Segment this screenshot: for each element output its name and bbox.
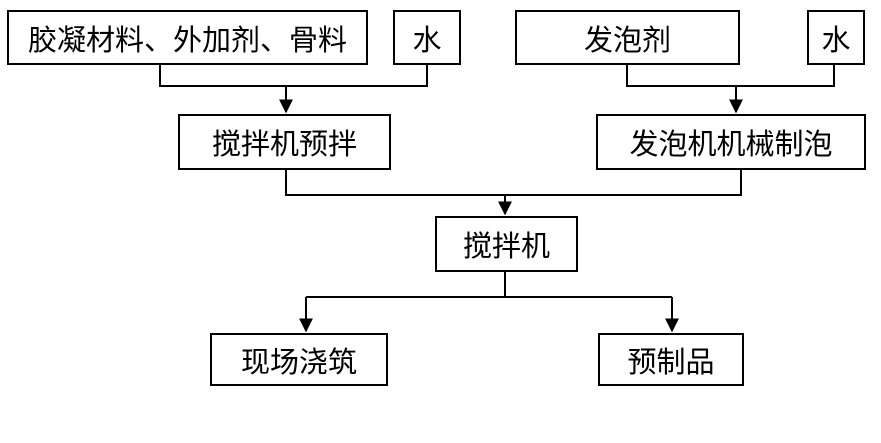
node-foam-machine: 发泡机机械制泡 [596,114,866,170]
node-mixer: 搅拌机 [435,216,578,272]
node-water-right: 水 [807,10,865,65]
connector-water-right-foammachine [736,65,835,87]
connector-mixer-split [306,272,672,298]
node-precast: 预制品 [598,333,744,386]
node-materials: 胶凝材料、外加剂、骨料 [7,10,368,65]
node-water-left: 水 [393,10,461,65]
connector-water-left-premix [286,65,428,87]
node-cast-in-place: 现场浇筑 [210,333,388,386]
node-premix: 搅拌机预拌 [178,114,391,170]
connector-materials-premix [159,65,286,87]
connector-foaming-agent-foammachine [626,65,736,87]
node-foaming-agent: 发泡剂 [515,10,740,65]
connector-premix-mixer [285,170,505,196]
connector-foammachine-mixer [505,170,742,196]
